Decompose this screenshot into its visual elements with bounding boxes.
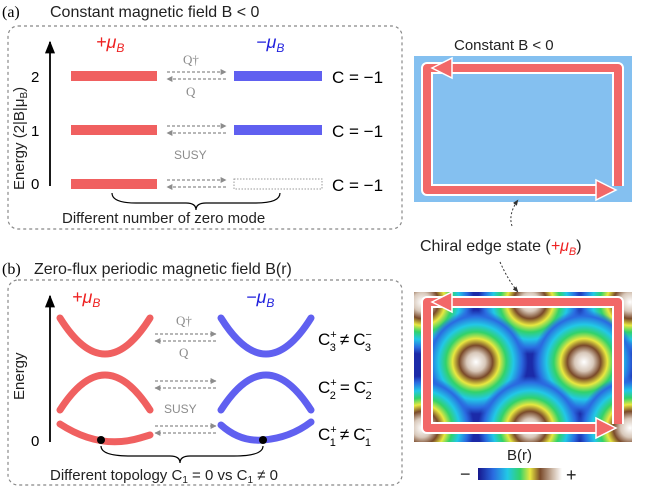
chiral-edge-label: Chiral edge state (+μB) xyxy=(420,238,582,258)
edge-arrow-bottom xyxy=(595,178,618,202)
panel-a-tick-1: 1 xyxy=(31,123,39,140)
panel-b-y-axis-label: Energy xyxy=(11,352,28,400)
level-minus-n1 xyxy=(234,125,322,135)
band-plus-3 xyxy=(56,314,154,358)
band-plus-1 xyxy=(56,420,154,446)
band-minus-1-zero-point xyxy=(259,436,267,444)
level-plus-n1 xyxy=(71,125,157,135)
panel-b-frame xyxy=(7,279,403,486)
panel-b-title: Zero-flux periodic magnetic field B(r) xyxy=(34,261,292,278)
panel-a-plus-mu: +μB xyxy=(96,32,124,55)
panel-a-frame xyxy=(7,25,403,230)
colorbar-label: B(r) xyxy=(507,447,532,464)
panel-b-tag: (b) xyxy=(2,261,21,278)
band-plus-1-zero-point xyxy=(97,436,105,444)
edge-state-loop-constant-inner xyxy=(423,64,622,194)
panel-b-q-dagger: Q† xyxy=(176,313,192,328)
level-plus-zero-mode xyxy=(71,179,157,189)
level-minus-empty xyxy=(233,178,323,190)
edge-arrow-bottom-periodic xyxy=(595,416,618,440)
panel-b-plus-mu: +μB xyxy=(72,287,100,310)
panel-b-footer: Different topology C1 = 0 vs C1 ≠ 0 xyxy=(50,467,278,486)
band-minus-3 xyxy=(217,314,315,358)
panel-a-brace xyxy=(111,192,281,211)
pointer-down xyxy=(499,261,519,293)
panel-a-tick-2: 2 xyxy=(31,69,39,86)
edge-state-loop-periodic-inner xyxy=(423,298,622,432)
pointer-up xyxy=(510,199,519,227)
panel-a-q: Q xyxy=(186,84,196,99)
constant-b-title: Constant B < 0 xyxy=(454,37,554,54)
panel-b-q: Q xyxy=(179,345,189,360)
panel-a-title: Constant magnetic field B < 0 xyxy=(50,4,260,21)
panel-b-susy: SUSY xyxy=(164,402,197,416)
chern-row-1: C+1≠C−1 xyxy=(318,424,372,449)
panel-a-chern-0: C = −1 xyxy=(332,176,383,195)
panel-b-tick-0: 0 xyxy=(31,433,39,450)
edge-arrow-top-periodic xyxy=(430,290,453,314)
panel-a-tick-0: 0 xyxy=(31,176,39,193)
band-plus-2 xyxy=(56,371,154,414)
chern-row-2: C+2=C−2 xyxy=(318,377,373,402)
band-minus-2 xyxy=(217,371,315,414)
colorbar xyxy=(478,468,562,480)
level-plus-n2 xyxy=(71,71,157,81)
panel-a-chern-1: C = −1 xyxy=(332,122,383,141)
panel-a-footer: Different number of zero mode xyxy=(62,210,265,227)
panel-a-susy: SUSY xyxy=(174,148,207,162)
panel-a-minus-mu: −μB xyxy=(256,32,284,55)
edge-arrow-top xyxy=(430,56,453,80)
panel-a-chern-2: C = −1 xyxy=(332,68,383,87)
panel-b-minus-mu: −μB xyxy=(246,287,274,310)
chern-row-3: C+3≠C−3 xyxy=(318,329,372,354)
panel-a-tag: (a) xyxy=(2,4,20,21)
level-minus-n2 xyxy=(234,71,322,81)
panel-b-brace xyxy=(100,445,264,464)
panel-a-q-dagger: Q† xyxy=(183,52,199,67)
panel-a-y-axis-label: Energy (2|B|μB) xyxy=(11,87,30,190)
colorbar-plus: + xyxy=(566,465,577,485)
constant-field-panel xyxy=(414,56,632,202)
colorbar-minus: − xyxy=(460,464,471,484)
